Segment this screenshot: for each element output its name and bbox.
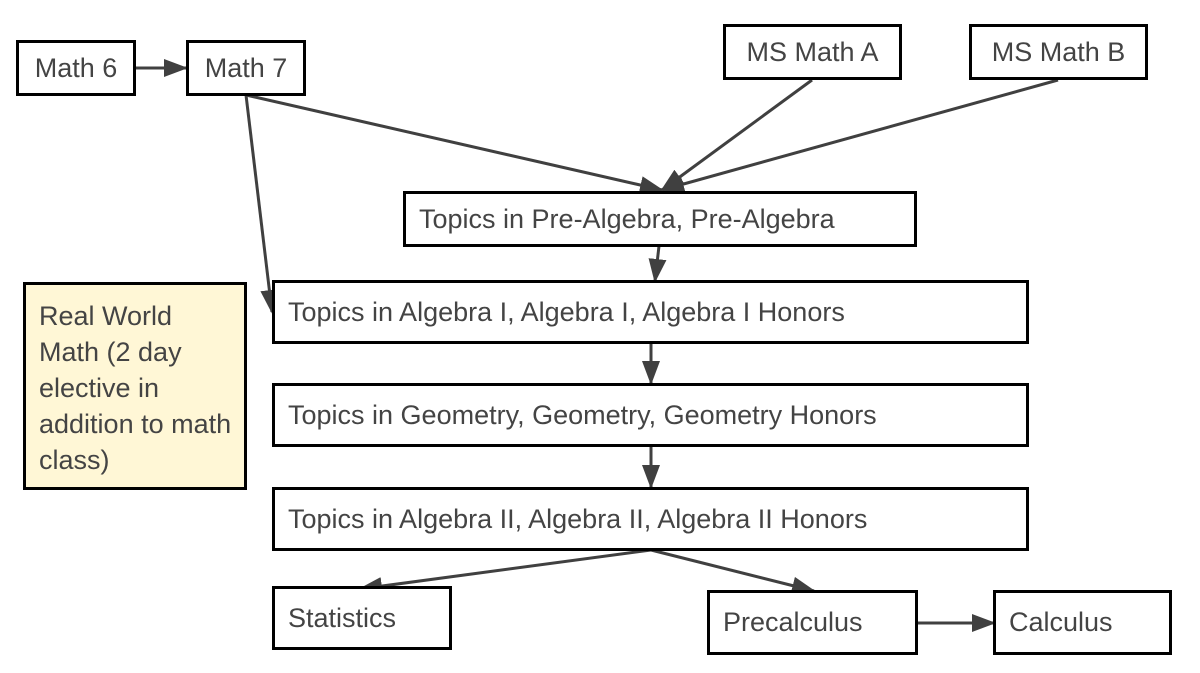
node-ms-math-a-label: MS Math A: [746, 36, 879, 67]
node-ms-math-a: MS Math A: [723, 24, 902, 80]
node-statistics: Statistics: [272, 586, 452, 650]
node-calculus-label: Calculus: [1009, 607, 1113, 638]
arrow-math7-to-pre-algebra: [245, 93, 664, 194]
node-pre-algebra-label: Topics in Pre-Algebra, Pre-Algebra: [419, 203, 835, 234]
node-math-7-label: Math 7: [204, 52, 288, 83]
node-algebra-2-label: Topics in Algebra II, Algebra II, Algebr…: [288, 503, 868, 534]
arrow-pre-algebra-to-algebra1: [648, 245, 667, 283]
node-statistics-label: Statistics: [288, 602, 397, 633]
node-precalculus-label: Precalculus: [723, 607, 863, 638]
arrow-ms-math-a-to-pre-algebra: [660, 78, 813, 192]
node-precalculus: Precalculus: [707, 590, 918, 655]
node-calculus: Calculus: [993, 590, 1172, 655]
node-math-7: Math 7: [186, 40, 306, 96]
node-algebra-2: Topics in Algebra II, Algebra II, Algebr…: [272, 487, 1029, 551]
node-geometry-label: Topics in Geometry, Geometry, Geometry H…: [288, 399, 877, 430]
arrow-algebra2-to-precalculus: [650, 548, 816, 595]
node-ms-math-b: MS Math B: [969, 24, 1148, 80]
node-algebra-1: Topics in Algebra I, Algebra I, Algebra …: [272, 280, 1029, 344]
arrow-ms-math-b-to-pre-algebra: [660, 78, 1059, 193]
node-algebra-1-label: Topics in Algebra I, Algebra I, Algebra …: [288, 296, 845, 327]
node-geometry: Topics in Geometry, Geometry, Geometry H…: [272, 383, 1029, 447]
node-pre-algebra: Topics in Pre-Algebra, Pre-Algebra: [403, 191, 917, 247]
node-ms-math-b-label: MS Math B: [991, 36, 1126, 67]
node-math-6-label: Math 6: [34, 52, 118, 83]
node-math-6: Math 6: [16, 40, 136, 96]
arrow-math7-to-algebra1: [244, 94, 279, 314]
real-world-math-note-text: Real World Math (2 day elective in addit…: [39, 301, 232, 475]
arrow-algebra2-to-statistics: [358, 548, 652, 595]
real-world-math-note: Real World Math (2 day elective in addit…: [23, 282, 247, 490]
